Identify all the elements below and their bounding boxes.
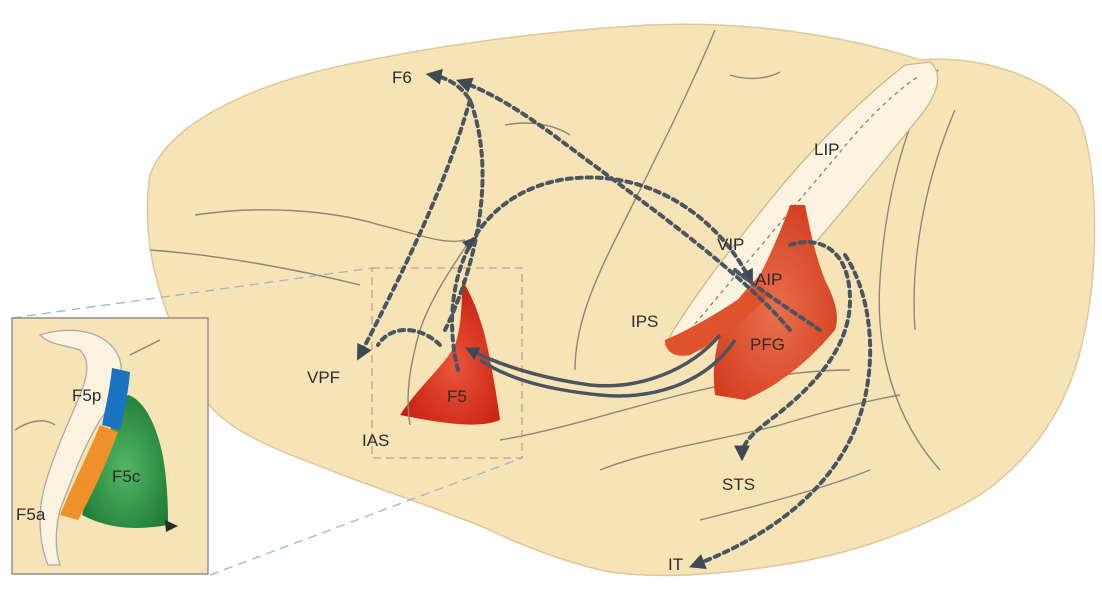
label-f5c: F5c [112, 467, 141, 486]
label-pfg: PFG [750, 335, 785, 354]
label-sts: STS [722, 475, 755, 494]
label-aip: AIP [755, 270, 782, 289]
label-f5a: F5a [16, 505, 46, 524]
label-f6: F6 [392, 68, 412, 87]
label-it: IT [668, 555, 683, 574]
label-f5p: F5p [72, 386, 101, 405]
label-f5: F5 [447, 387, 467, 406]
label-vpf: VPF [307, 368, 340, 387]
label-vip: VIP [717, 235, 744, 254]
label-ias: IAS [362, 431, 389, 450]
brain-hemisphere [147, 24, 1094, 575]
label-ips: IPS [631, 312, 658, 331]
f5-subdivision-inset: F5p F5c F5a [12, 318, 208, 574]
label-lip: LIP [814, 140, 840, 159]
